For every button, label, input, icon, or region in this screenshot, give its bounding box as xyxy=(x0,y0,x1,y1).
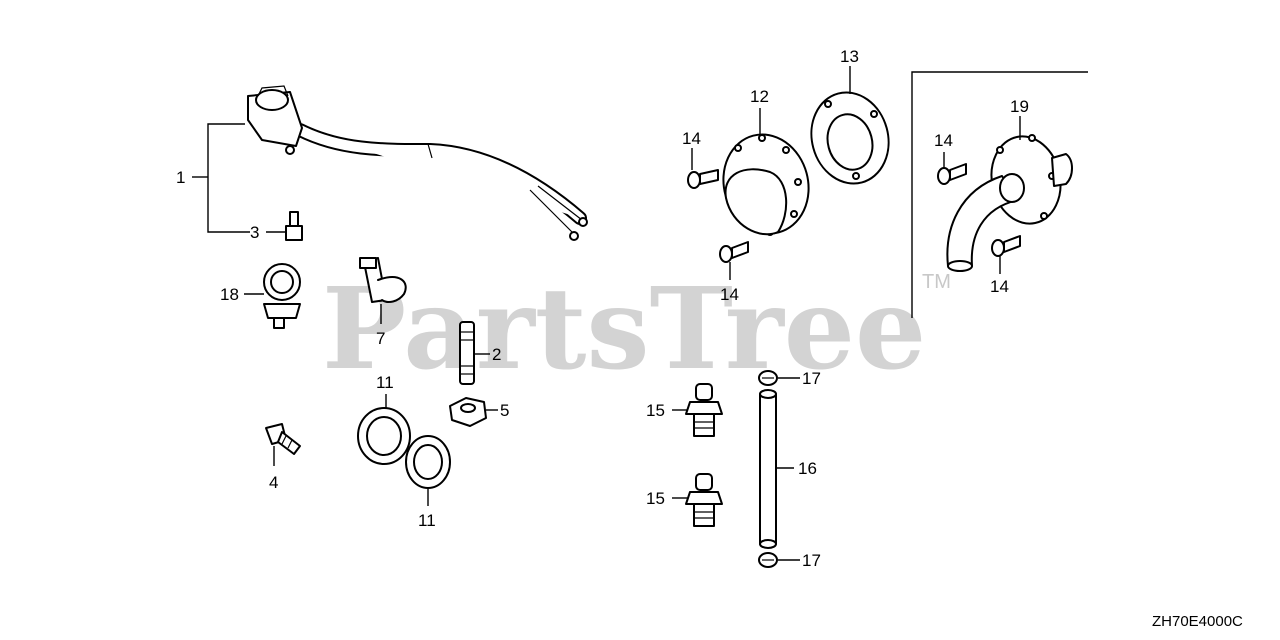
callout-11a: 11 xyxy=(376,373,394,392)
callout-18: 18 xyxy=(220,285,239,304)
callout-11b: 11 xyxy=(418,511,436,530)
part-17-clip-lower[interactable] xyxy=(758,552,778,568)
part-1-cable[interactable] xyxy=(247,85,588,241)
part-14-screw-a[interactable] xyxy=(687,169,719,189)
callout-14d: 14 xyxy=(990,277,1009,296)
callout-19: 19 xyxy=(1010,97,1029,116)
callout-13: 13 xyxy=(840,47,859,66)
callout-3: 3 xyxy=(250,223,259,242)
callout-14c: 14 xyxy=(934,131,953,150)
part-12-cover[interactable] xyxy=(712,125,819,243)
bracket-line-1-3 xyxy=(207,123,250,233)
callout-15a: 15 xyxy=(646,401,665,420)
callout-1: 1 xyxy=(176,168,185,187)
section-divider xyxy=(911,71,1088,318)
part-14-screw-c[interactable] xyxy=(937,163,967,185)
part-3-bolt[interactable] xyxy=(285,211,303,241)
diagram-code: ZH70E4000C xyxy=(1152,613,1243,630)
part-4-screw[interactable] xyxy=(265,423,301,455)
callout-17b: 17 xyxy=(802,551,821,570)
part-11-gasket-upper[interactable] xyxy=(357,407,411,465)
part-14-screw-b[interactable] xyxy=(719,241,749,263)
part-5-nut[interactable] xyxy=(449,397,487,427)
part-11-gasket-lower[interactable] xyxy=(405,435,451,489)
part-2-stud[interactable] xyxy=(459,321,475,385)
callout-7: 7 xyxy=(376,329,385,348)
callout-14b: 14 xyxy=(720,285,739,304)
part-15-fitting-lower[interactable] xyxy=(685,473,723,527)
part-16-tube[interactable] xyxy=(759,389,777,549)
part-13-flange-gasket[interactable] xyxy=(801,84,898,193)
part-7-cable-tie[interactable] xyxy=(359,257,407,303)
callout-2: 2 xyxy=(492,345,501,364)
part-14-screw-d[interactable] xyxy=(991,235,1021,257)
callout-12: 12 xyxy=(750,87,769,106)
callout-15b: 15 xyxy=(646,489,665,508)
callout-14a: 14 xyxy=(682,129,701,148)
part-19-elbow-pipe[interactable] xyxy=(946,130,1073,272)
callout-16: 16 xyxy=(798,459,817,478)
watermark-text: PartsTree xyxy=(322,264,926,395)
part-18-clamp[interactable] xyxy=(263,263,301,329)
watermark-trademark: TM xyxy=(922,271,951,293)
callout-5: 5 xyxy=(500,401,509,420)
callout-4: 4 xyxy=(269,473,278,492)
callout-17a: 17 xyxy=(802,369,821,388)
part-17-clip-upper[interactable] xyxy=(758,370,778,386)
